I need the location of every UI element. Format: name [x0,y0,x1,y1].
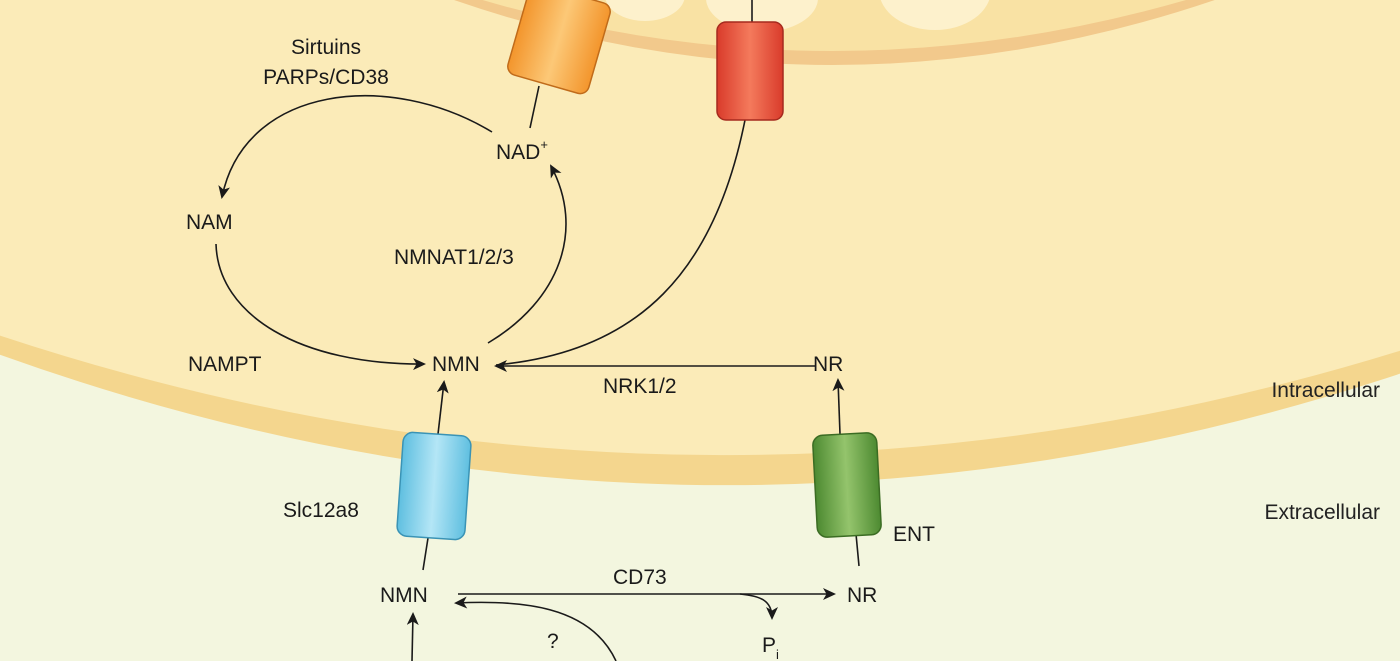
orange-transporter [507,0,611,95]
extracellular-nmn-arrow [406,612,419,661]
cd73-label: CD73 [613,566,667,589]
red-transporter [716,21,784,121]
pi-release-arrow [739,593,778,620]
red-transporter-line [495,119,746,366]
nmn-uptake-arrow [436,380,449,435]
nmn-extracellular-label: NMN [380,584,428,607]
ent-label: ENT [893,523,935,546]
question-label: ? [547,630,559,653]
cytoplasm [0,0,1400,456]
pi-subscript: i [776,647,779,661]
nampt-arrow [215,243,426,371]
pi-label: Pi [762,634,779,661]
nr-intracellular-label: NR [813,353,843,376]
ent-stem [855,533,860,567]
orange-transporter-stem [529,85,540,129]
nmnat-arrow [487,164,567,344]
parps-cd38-label: PARPs/CD38 [263,66,389,89]
sirtuins-label: Sirtuins [291,36,361,59]
nr-uptake-arrow [832,378,845,435]
sirtuins-arrow [218,95,493,199]
intracellular-label: Intracellular [1271,379,1380,402]
nmn-intracellular-label: NMN [432,353,480,376]
slc12a8-stem [422,537,429,571]
ent-transporter [812,432,882,538]
nrk-label: NRK1/2 [603,375,677,398]
nmnat-label: NMNAT1/2/3 [394,246,514,269]
question-arrow [454,596,617,661]
nam-label: NAM [186,211,233,234]
nuclear-pore [880,0,990,30]
nr-extracellular-label: NR [847,584,877,607]
nuclear-pore [605,0,685,21]
nampt-label: NAMPT [188,353,262,376]
pi-text: P [762,634,776,657]
slc12a8-label: Slc12a8 [283,499,359,522]
slc12a8-transporter [396,431,472,541]
nad-charge: + [540,137,548,152]
nad-label: NAD+ [496,137,548,164]
nad-text: NAD [496,141,540,164]
extracellular-label: Extracellular [1264,501,1380,524]
